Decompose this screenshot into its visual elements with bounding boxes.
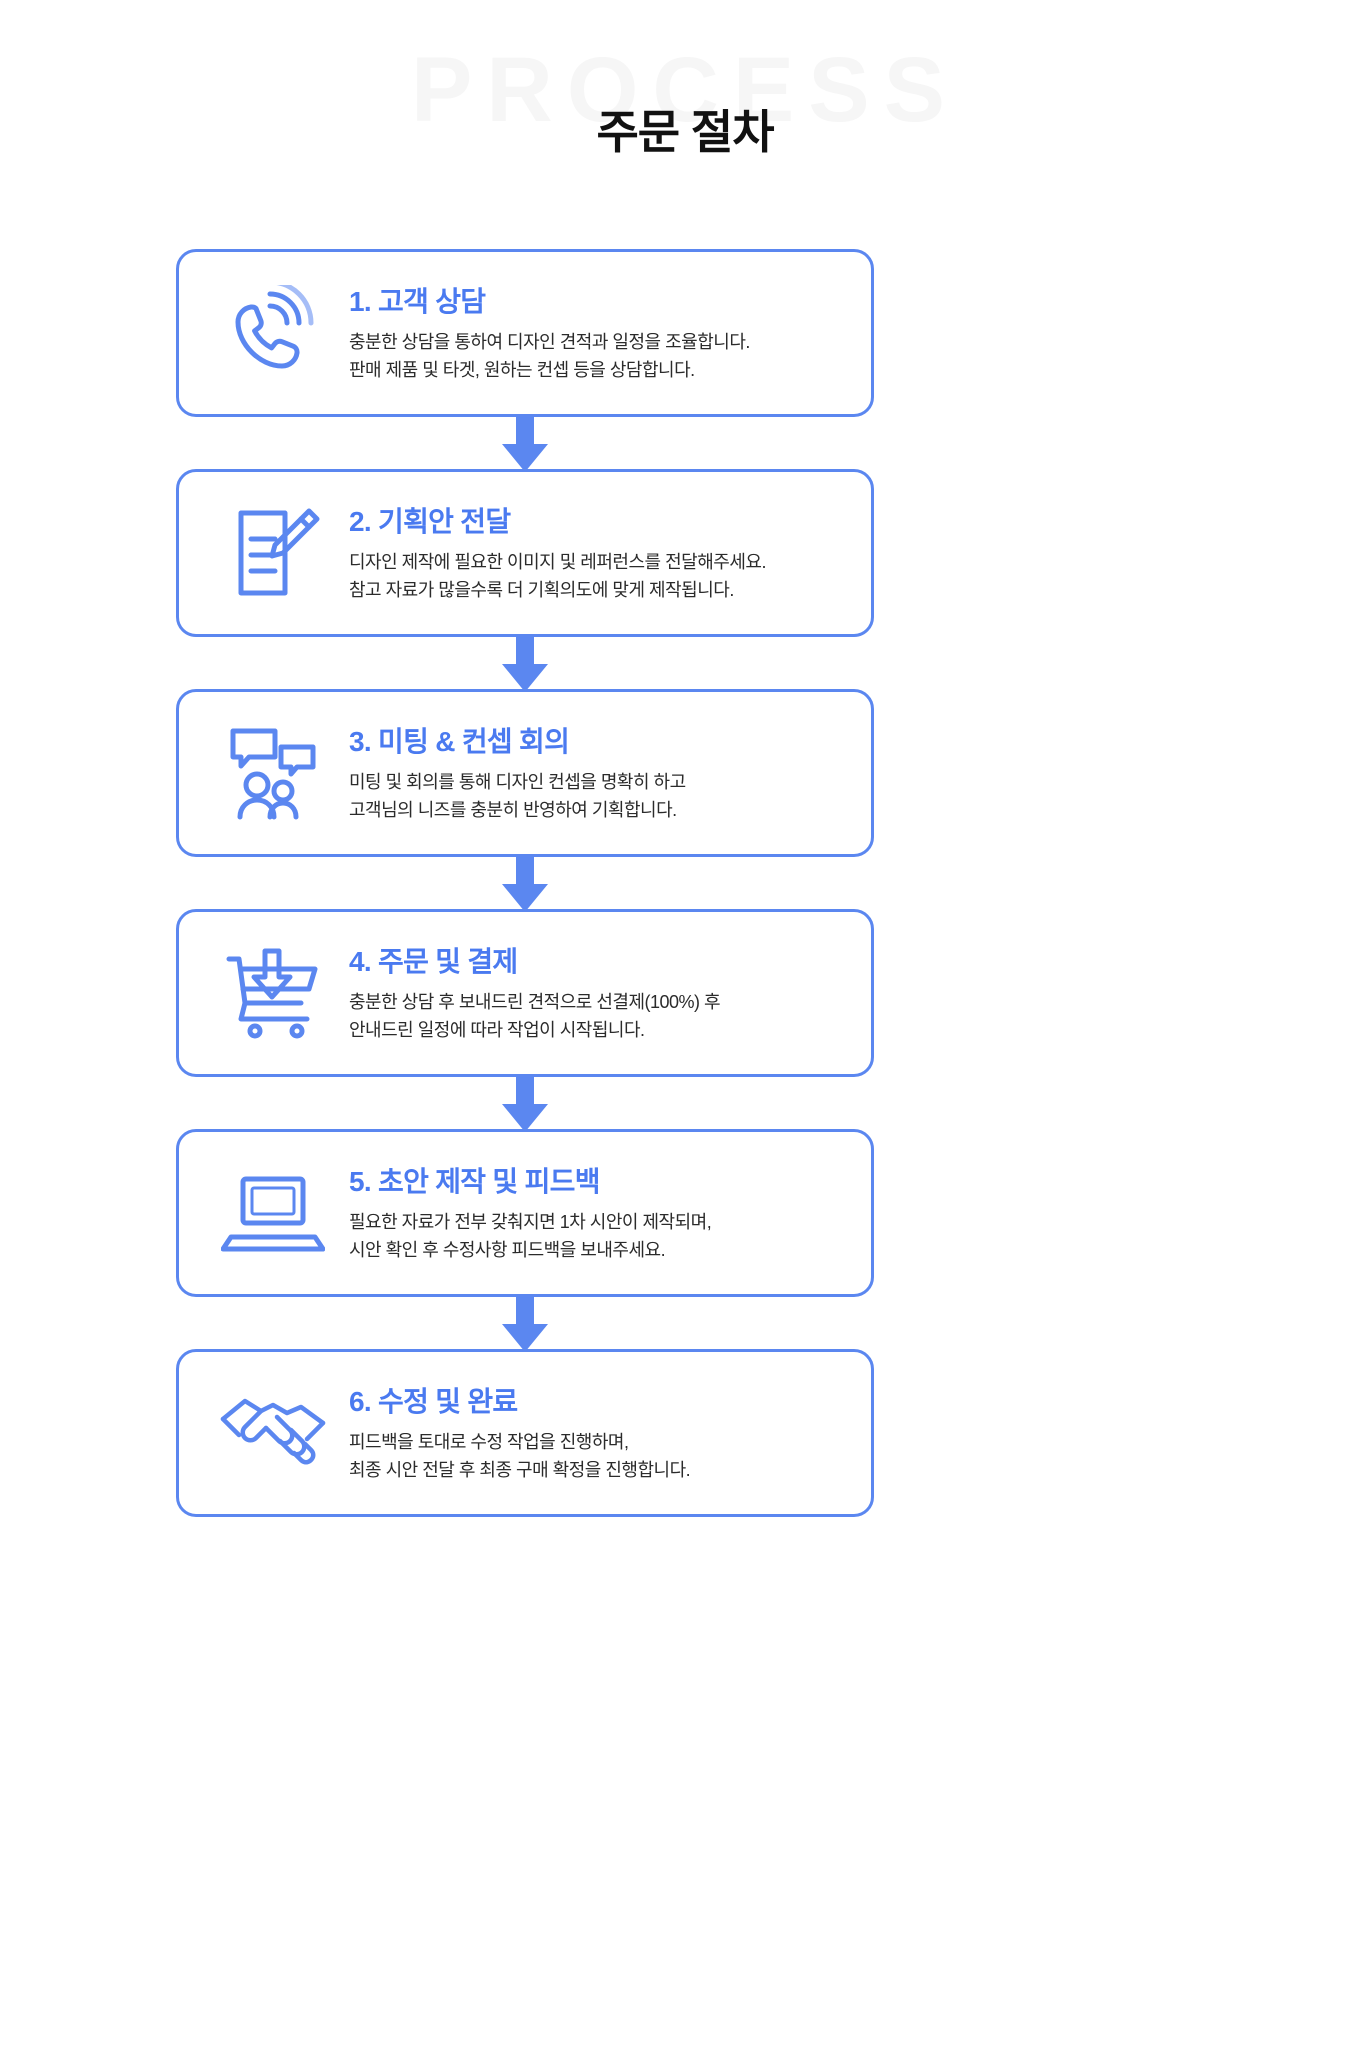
page-title: 주문 절차	[596, 106, 774, 158]
process-step-description-line: 안내드린 일정에 따라 작업이 시작됩니다.	[349, 1019, 645, 1040]
process-step-card[interactable]: 6. 수정 및 완료 피드백을 토대로 수정 작업을 진행하며, 최종 시안 전…	[176, 1349, 874, 1517]
connector	[176, 1294, 874, 1352]
process-step-description: 피드백을 토대로 수정 작업을 진행하며, 최종 시안 전달 후 최종 구매 확…	[349, 1429, 845, 1485]
process-step-title: 6. 수정 및 완료	[349, 1385, 518, 1417]
shopping-cart-download-icon	[213, 938, 333, 1048]
process-step-content: 6. 수정 및 완료 피드백을 토대로 수정 작업을 진행하며, 최종 시안 전…	[349, 1382, 845, 1485]
process-step-description-line: 고객님의 니즈를 충분히 반영하여 기획합니다.	[349, 799, 677, 820]
process-watermark: PROCESS	[411, 39, 959, 141]
process-step-description-line: 피드백을 토대로 수정 작업을 진행하며,	[349, 1431, 629, 1452]
arrow-down-icon	[502, 1074, 548, 1132]
arrow-down-icon	[502, 634, 548, 692]
process-step-description-line: 미팅 및 회의를 통해 디자인 컨셉을 명확히 하고	[349, 771, 686, 792]
connector	[176, 634, 874, 692]
process-step-title: 4. 주문 및 결제	[349, 945, 518, 977]
process-step-title: 2. 기획안 전달	[349, 505, 511, 537]
process-step-description-line: 충분한 상담을 통하여 디자인 견적과 일정을 조율합니다.	[349, 331, 750, 352]
process-step-description: 미팅 및 회의를 통해 디자인 컨셉을 명확히 하고 고객님의 니즈를 충분히 …	[349, 769, 845, 825]
page-header: PROCESS 주문 절차	[0, 0, 1370, 230]
connector	[176, 414, 874, 472]
process-step-description: 디자인 제작에 필요한 이미지 및 레퍼런스를 전달해주세요. 참고 자료가 많…	[349, 549, 845, 605]
process-step-description-line: 판매 제품 및 타겟, 원하는 컨셉 등을 상담합니다.	[349, 359, 695, 380]
process-step-description-line: 시안 확인 후 수정사항 피드백을 보내주세요.	[349, 1239, 666, 1260]
arrow-down-icon	[502, 1294, 548, 1352]
process-step-title: 1. 고객 상담	[349, 285, 486, 317]
arrow-down-icon	[502, 414, 548, 472]
meeting-people-icon	[213, 718, 333, 828]
document-pencil-icon	[213, 498, 333, 608]
process-step-title: 3. 미팅 & 컨셉 회의	[349, 725, 570, 757]
process-step-description-line: 필요한 자료가 전부 갖춰지면 1차 시안이 제작되며,	[349, 1211, 712, 1232]
phone-call-icon	[213, 278, 333, 388]
connector	[176, 854, 874, 912]
connector	[176, 1074, 874, 1132]
process-step-description: 충분한 상담을 통하여 디자인 견적과 일정을 조율합니다. 판매 제품 및 타…	[349, 329, 845, 385]
process-step-card[interactable]: 4. 주문 및 결제 충분한 상담 후 보내드린 견적으로 선결제(100%) …	[176, 909, 874, 1077]
process-step-description-line: 충분한 상담 후 보내드린 견적으로 선결제(100%) 후	[349, 991, 721, 1012]
process-step-card[interactable]: 3. 미팅 & 컨셉 회의 미팅 및 회의를 통해 디자인 컨셉을 명확히 하고…	[176, 689, 874, 857]
process-step-card[interactable]: 1. 고객 상담 충분한 상담을 통하여 디자인 견적과 일정을 조율합니다. …	[176, 249, 874, 417]
process-step-description-line: 디자인 제작에 필요한 이미지 및 레퍼런스를 전달해주세요.	[349, 551, 766, 572]
process-step-card[interactable]: 2. 기획안 전달 디자인 제작에 필요한 이미지 및 레퍼런스를 전달해주세요…	[176, 469, 874, 637]
process-step-description-line: 참고 자료가 많을수록 더 기획의도에 맞게 제작됩니다.	[349, 579, 734, 600]
process-step-content: 4. 주문 및 결제 충분한 상담 후 보내드린 견적으로 선결제(100%) …	[349, 942, 845, 1045]
laptop-icon	[213, 1158, 333, 1268]
handshake-icon	[213, 1378, 333, 1488]
process-step-description-line: 최종 시안 전달 후 최종 구매 확정을 진행합니다.	[349, 1459, 691, 1480]
process-step-title: 5. 초안 제작 및 피드백	[349, 1165, 600, 1197]
process-step-description: 충분한 상담 후 보내드린 견적으로 선결제(100%) 후 안내드린 일정에 …	[349, 989, 845, 1045]
arrow-down-icon	[502, 854, 548, 912]
process-step-content: 5. 초안 제작 및 피드백 필요한 자료가 전부 갖춰지면 1차 시안이 제작…	[349, 1162, 845, 1265]
process-step-description: 필요한 자료가 전부 갖춰지면 1차 시안이 제작되며, 시안 확인 후 수정사…	[349, 1209, 845, 1265]
process-flow: 1. 고객 상담 충분한 상담을 통하여 디자인 견적과 일정을 조율합니다. …	[176, 249, 874, 1517]
process-step-content: 2. 기획안 전달 디자인 제작에 필요한 이미지 및 레퍼런스를 전달해주세요…	[349, 502, 845, 605]
process-step-content: 3. 미팅 & 컨셉 회의 미팅 및 회의를 통해 디자인 컨셉을 명확히 하고…	[349, 722, 845, 825]
process-step-content: 1. 고객 상담 충분한 상담을 통하여 디자인 견적과 일정을 조율합니다. …	[349, 282, 845, 385]
process-step-card[interactable]: 5. 초안 제작 및 피드백 필요한 자료가 전부 갖춰지면 1차 시안이 제작…	[176, 1129, 874, 1297]
